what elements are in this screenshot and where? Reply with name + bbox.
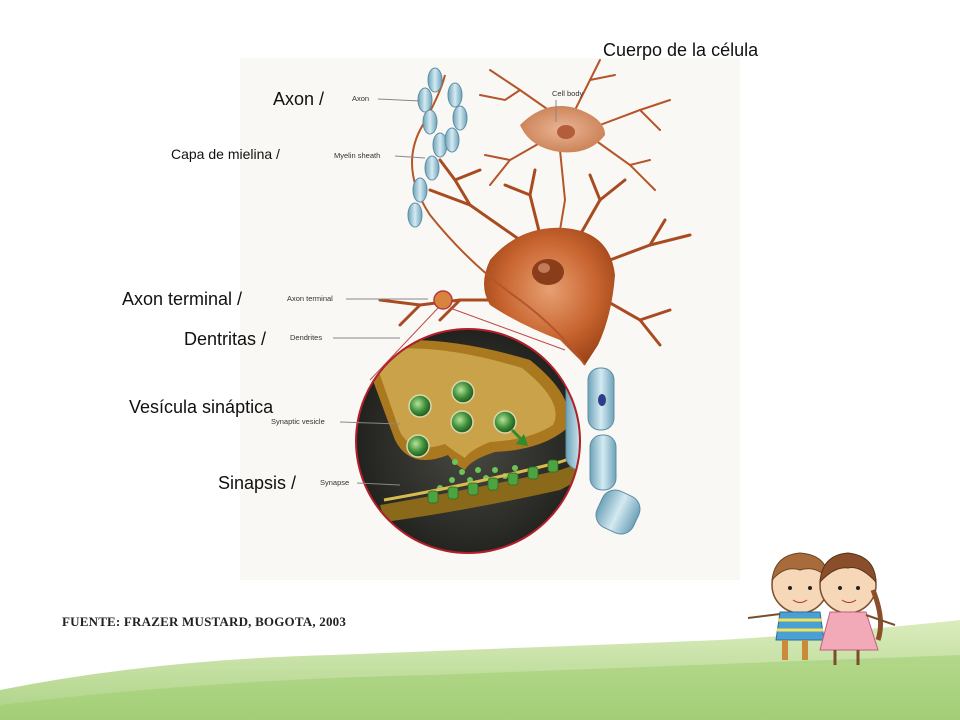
fig-label-axon: Axon [352, 94, 369, 103]
fig-label-vesicle: Synaptic vesicle [271, 417, 325, 426]
fig-label-synapse: Synapse [320, 478, 349, 487]
fig-label-dendrites: Dendrites [290, 333, 322, 342]
label-myelin: Capa de mielina / [171, 146, 280, 162]
label-cell-body: Cuerpo de la célula [603, 40, 759, 60]
fig-label-axon-terminal: Axon terminal [287, 294, 333, 303]
label-axon: Axon / [273, 89, 325, 109]
children-illustration [747, 552, 896, 665]
label-axon-terminal: Axon terminal / [122, 289, 243, 309]
fig-label-myelin: Myelin sheath [334, 151, 380, 160]
source-caption: FUENTE: FRAZER MUSTARD, BOGOTA, 2003 [62, 614, 347, 629]
fig-label-cell-body: Cell body [552, 89, 584, 98]
label-vesicle: Vesícula sináptica [129, 397, 274, 417]
label-dendrites: Dentritas / [184, 329, 267, 349]
label-synapse: Sinapsis / [218, 473, 297, 493]
